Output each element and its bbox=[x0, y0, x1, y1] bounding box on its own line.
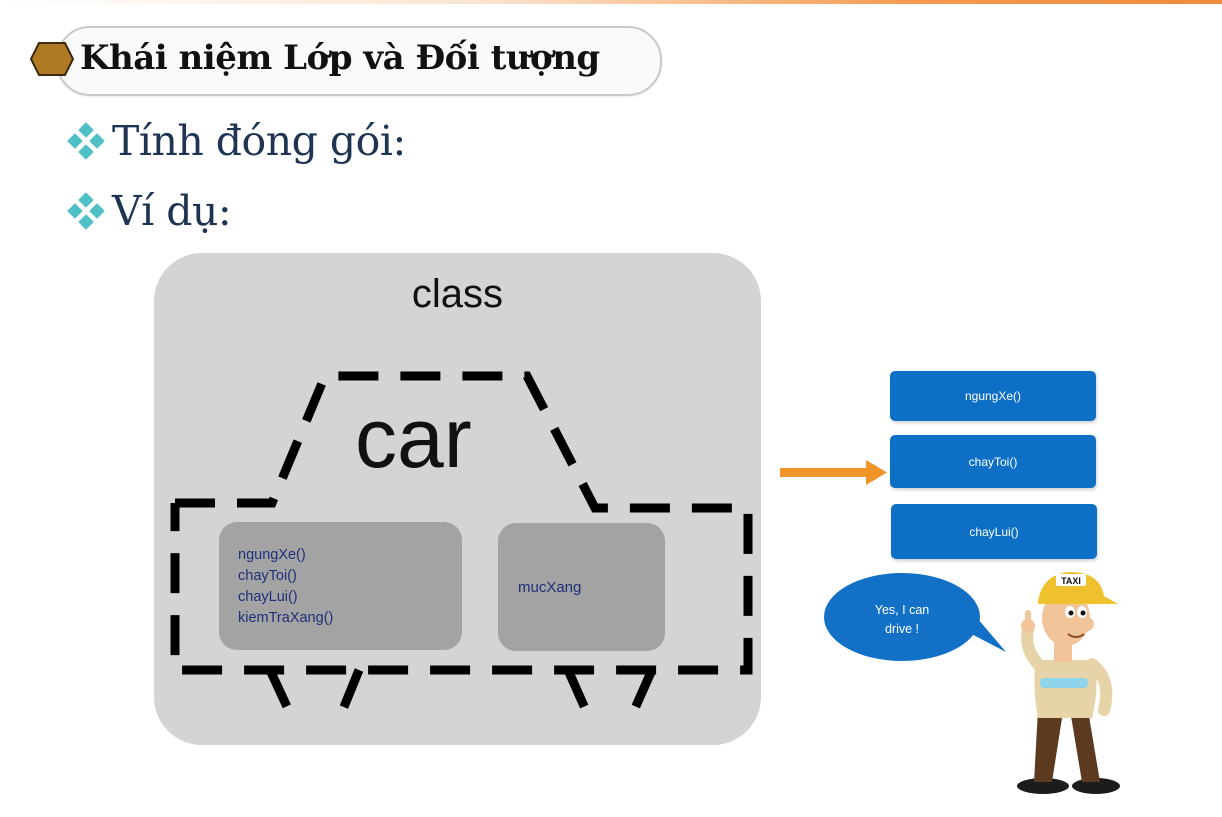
diamond-bullet-icon bbox=[67, 192, 105, 230]
speech-bubble-text: Yes, I can drive ! bbox=[838, 601, 966, 639]
diamond-bullet-icon bbox=[67, 122, 105, 160]
speech-bubble bbox=[824, 573, 1006, 661]
class-label: class bbox=[411, 272, 504, 316]
speech-line: drive ! bbox=[884, 622, 920, 636]
top-accent-bar bbox=[0, 0, 1222, 4]
method-button-chaylui[interactable]: chayLui() bbox=[891, 504, 1097, 559]
method-item: chayLui() bbox=[238, 589, 298, 605]
bullet-item-encapsulation: Tính đóng gói: bbox=[66, 117, 406, 165]
taxi-driver-icon: TAXI bbox=[1017, 572, 1120, 794]
method-item: kiemTraXang() bbox=[238, 610, 334, 626]
method-item: ngungXe() bbox=[238, 547, 306, 563]
bullet-text: Tính đóng gói: bbox=[112, 117, 406, 165]
title-banner bbox=[56, 26, 662, 96]
method-item: chayToi() bbox=[238, 568, 297, 584]
taxi-sign-text: TAXI bbox=[1061, 576, 1081, 586]
bullet-item-example: Ví dụ: bbox=[66, 187, 232, 235]
hexagon-icon bbox=[30, 42, 74, 76]
slide-title: Khái niệm Lớp và Đối tượng bbox=[80, 38, 600, 78]
attribute-box bbox=[498, 523, 665, 651]
methods-box bbox=[219, 522, 462, 650]
method-button-ngungxe[interactable]: ngungXe() bbox=[890, 371, 1096, 421]
bullet-text: Ví dụ: bbox=[112, 187, 232, 235]
right-arrow-icon bbox=[780, 460, 887, 485]
method-button-chaytoi[interactable]: chayToi() bbox=[890, 435, 1096, 488]
attribute-label: mucXang bbox=[518, 579, 582, 596]
speech-line: Yes, I can bbox=[874, 603, 930, 617]
methods-list: ngungXe() chayToi() chayLui() kiemTraXan… bbox=[238, 545, 333, 629]
car-label: car bbox=[355, 391, 472, 485]
